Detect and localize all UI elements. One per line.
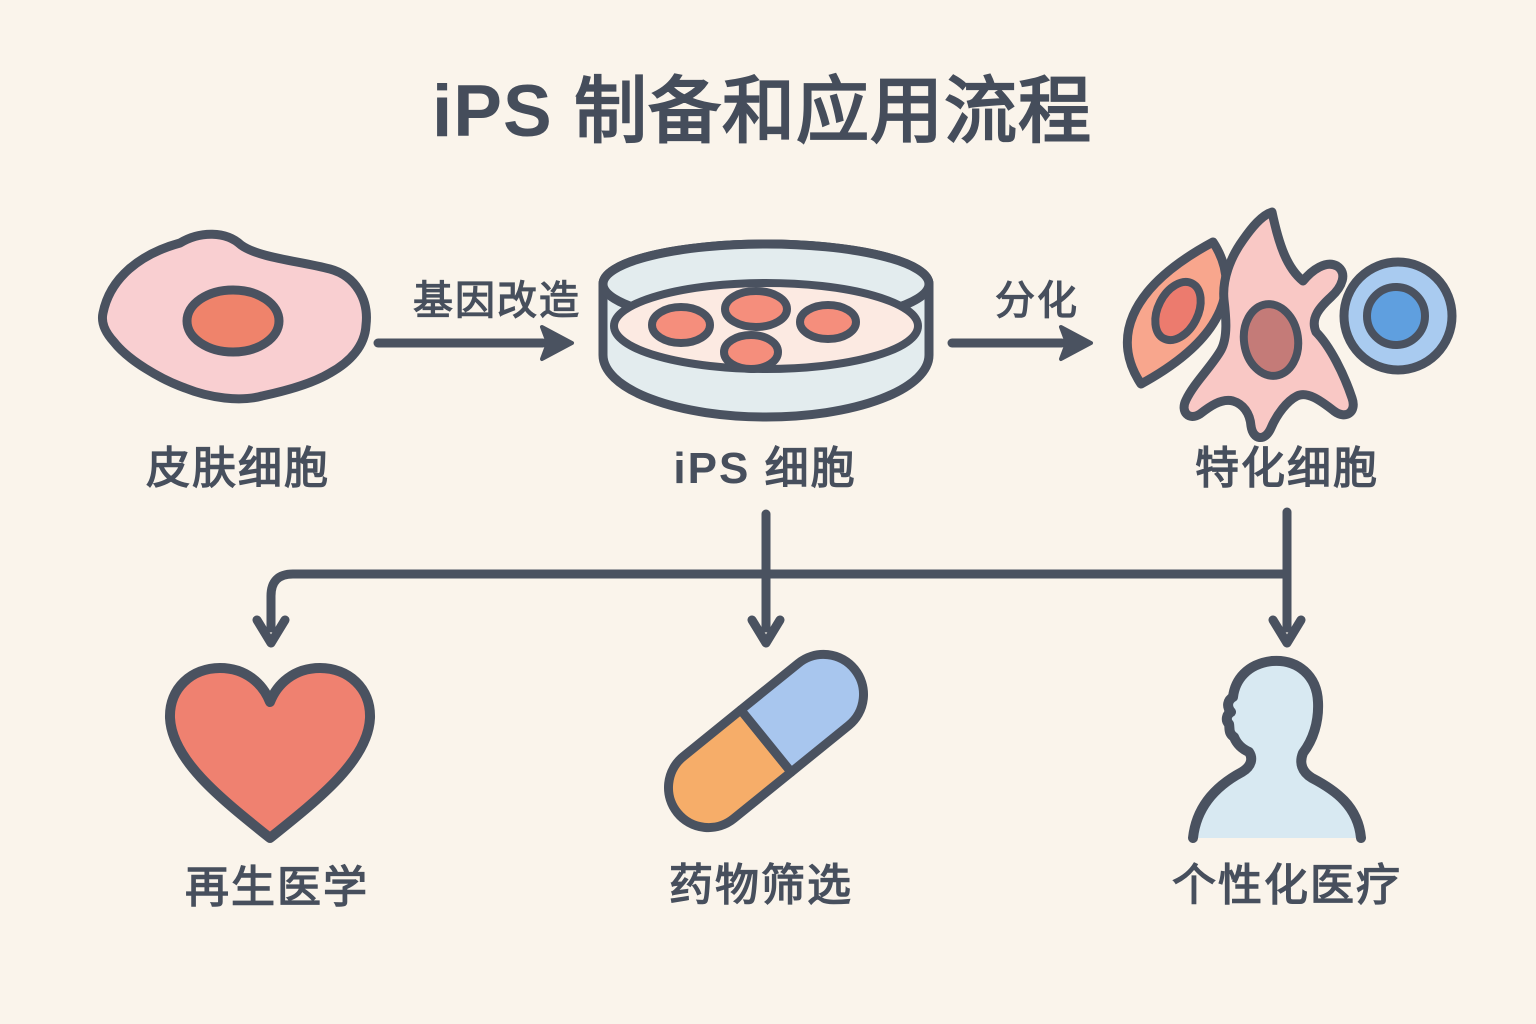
differentiation-arrow-icon xyxy=(947,325,1093,361)
heart-icon xyxy=(164,663,376,843)
page-title: iPS 制备和应用流程 xyxy=(432,71,1092,152)
gene-arrow-label: 基因改造 xyxy=(413,279,581,323)
regenerative-medicine-label: 再生医学 xyxy=(185,863,369,912)
specialized-cells-icon xyxy=(1122,207,1457,442)
personalized-medicine-label: 个性化医疗 xyxy=(1172,861,1402,910)
gene-modification-arrow-icon xyxy=(373,325,574,361)
pill-icon xyxy=(664,649,868,833)
diff-arrow-label: 分化 xyxy=(995,279,1079,323)
petri-dish-icon xyxy=(598,239,934,422)
ips-cell-label: iPS 细胞 xyxy=(673,444,856,493)
drug-screening-label: 药物筛选 xyxy=(669,861,853,910)
person-icon xyxy=(1188,655,1366,843)
skin-cell-icon xyxy=(97,229,371,404)
specialized-cell-label: 特化细胞 xyxy=(1195,444,1379,493)
skin-cell-label: 皮肤细胞 xyxy=(146,444,330,493)
branch-arrows xyxy=(252,507,1306,648)
